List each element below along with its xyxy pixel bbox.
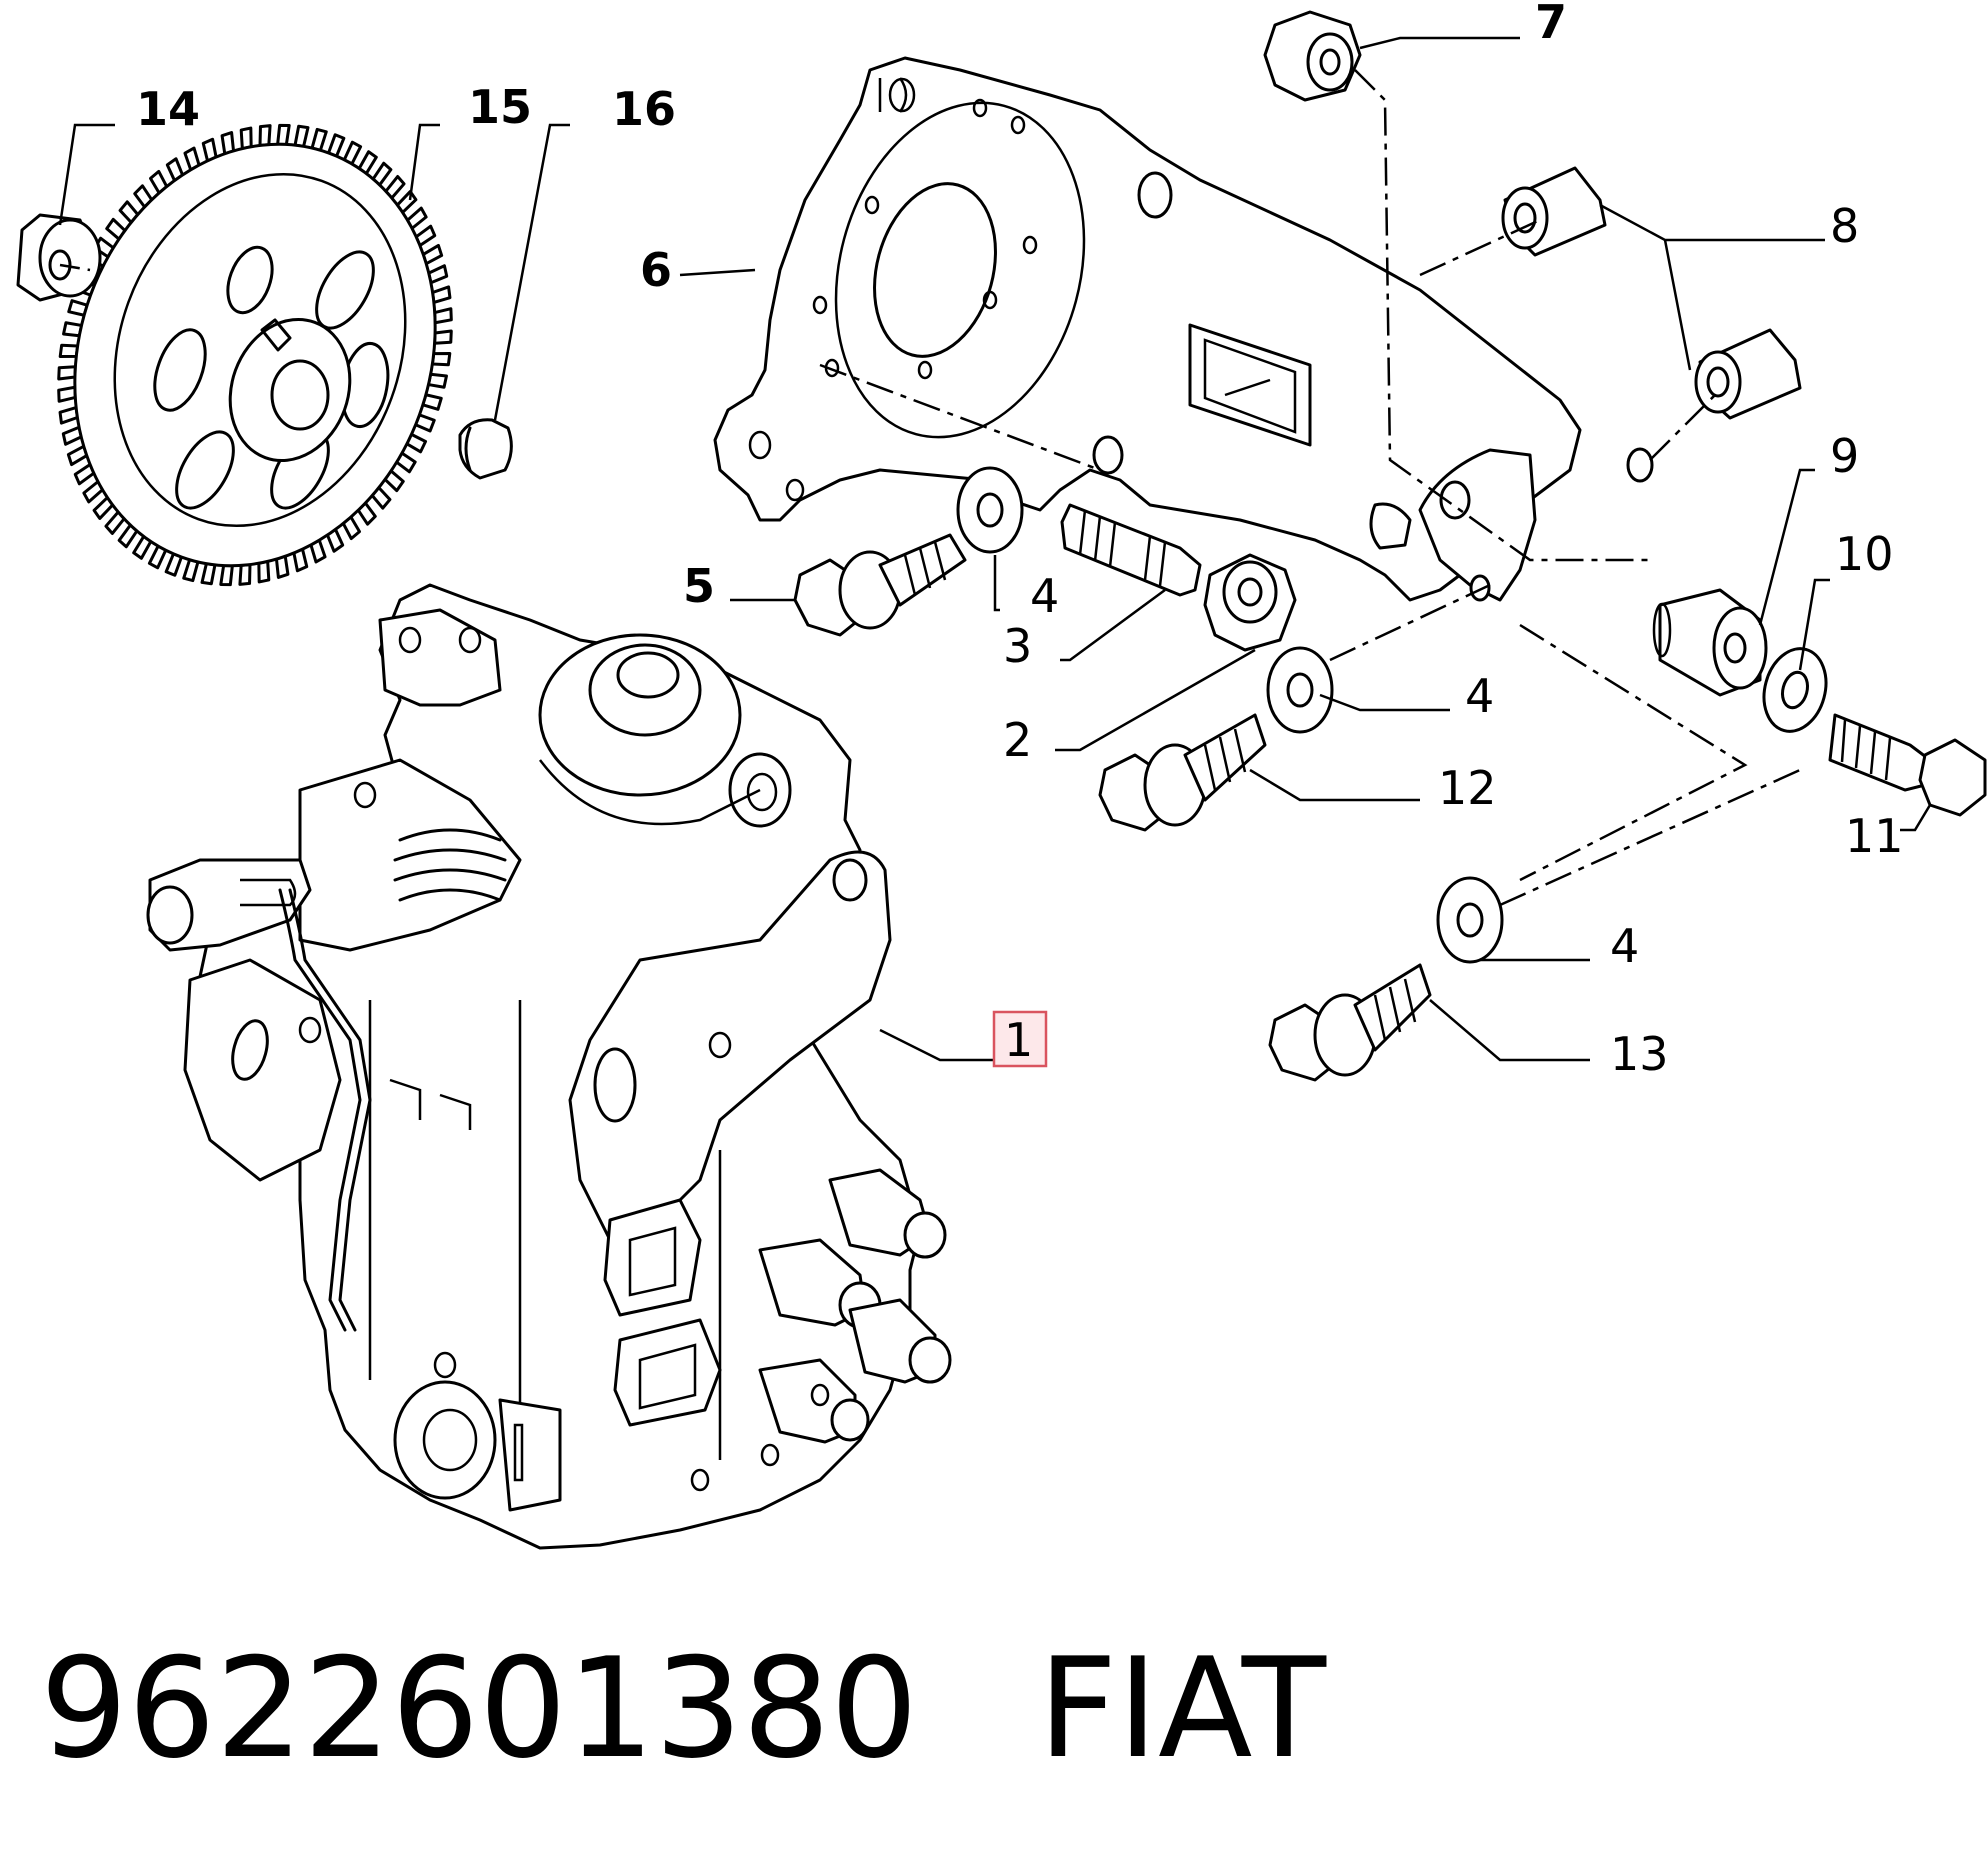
washer-4c	[1436, 876, 1504, 964]
gear-tooth	[293, 124, 310, 148]
washer-4b	[1266, 646, 1334, 734]
gear-tooth	[57, 385, 77, 403]
bolt-12	[1098, 713, 1267, 832]
gear-tooth	[433, 307, 453, 325]
callout-11[interactable]: 11	[1845, 809, 1904, 863]
callout-9[interactable]: 9	[1830, 429, 1859, 483]
callout-6[interactable]: 6	[640, 243, 672, 297]
gear-tooth	[276, 123, 291, 146]
assembly-centre-lines	[819, 69, 1801, 907]
callout-15[interactable]: 15	[468, 80, 532, 134]
callout-8[interactable]: 8	[1830, 199, 1859, 253]
gear-tooth	[58, 406, 79, 425]
gear-tooth	[238, 563, 252, 586]
callout-3[interactable]: 3	[1003, 619, 1032, 673]
gear-tooth	[219, 564, 234, 587]
part-number: 9622601380	[40, 1628, 918, 1789]
washer-4a	[956, 466, 1024, 554]
callout-16[interactable]: 16	[612, 82, 676, 136]
bush-8-lower	[1694, 328, 1802, 420]
gear-tooth	[200, 562, 217, 586]
nut-2	[1203, 553, 1297, 652]
pump-bracket	[713, 56, 1654, 602]
nut-7	[1263, 10, 1362, 102]
callout-4a[interactable]: 4	[1030, 569, 1059, 623]
sleeve-9	[1652, 588, 1768, 697]
washer-10	[1762, 647, 1828, 733]
callout-14[interactable]: 14	[136, 82, 200, 136]
callout-5[interactable]: 5	[683, 559, 715, 613]
timing-gear	[57, 123, 453, 587]
gear-tooth	[433, 329, 453, 345]
gear-tooth	[258, 124, 272, 147]
callout-13[interactable]: 13	[1610, 1027, 1669, 1081]
injection-pump	[146, 583, 952, 1550]
callout-2[interactable]: 2	[1003, 713, 1032, 767]
leader-lines	[58, 36, 1932, 1062]
callout-labels: 1 2 3 4 4 4 5 6 7 8 9 10 11 12 13 14 15 …	[136, 0, 1904, 1081]
callout-highlight-box	[992, 1010, 1048, 1068]
callout-12[interactable]: 12	[1438, 761, 1497, 815]
woodruff-key	[458, 418, 513, 480]
bolt-5	[793, 533, 967, 637]
brand-name: FIAT	[1038, 1628, 1327, 1789]
callout-7[interactable]: 7	[1535, 0, 1567, 49]
callout-4c[interactable]: 4	[1610, 919, 1639, 973]
gear-nut	[16, 213, 102, 302]
bush-8-upper	[1501, 166, 1607, 257]
bolt-11	[1828, 713, 1987, 817]
callout-10[interactable]: 10	[1835, 527, 1894, 581]
callout-1[interactable]: 1	[1004, 1013, 1033, 1067]
stud-3	[1060, 503, 1202, 597]
callout-4b[interactable]: 4	[1465, 669, 1494, 723]
bolt-13	[1268, 963, 1432, 1082]
gear-tooth	[57, 365, 77, 381]
gear-tooth	[431, 285, 452, 304]
